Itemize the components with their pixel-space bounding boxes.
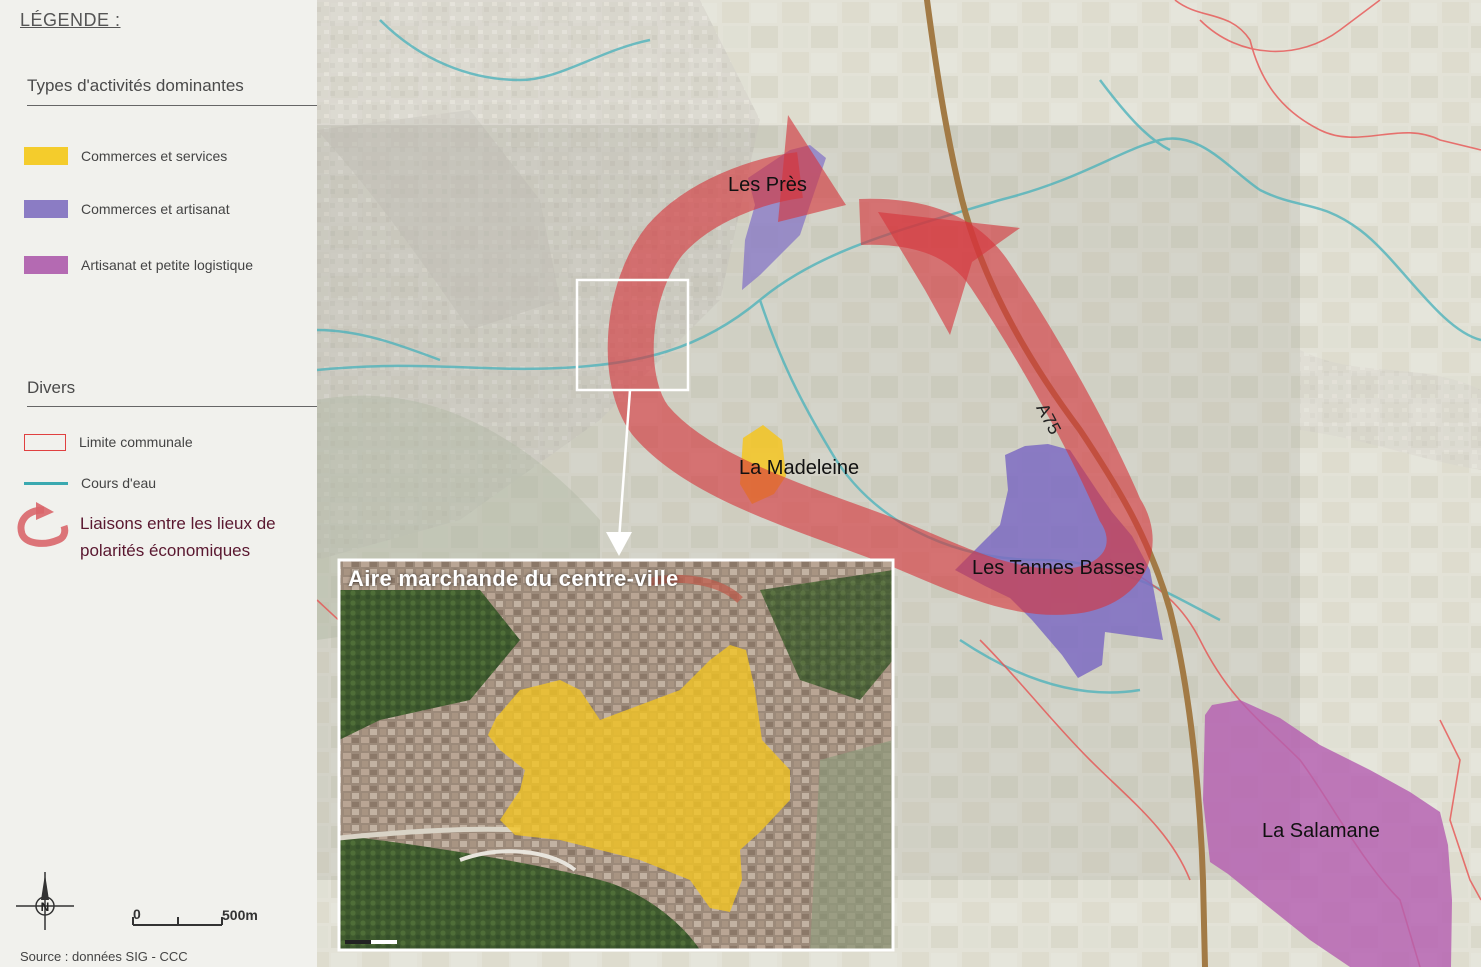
legend-item-commerces-artisanat: Commerces et artisanat <box>24 198 230 220</box>
legend-swatch-magenta <box>24 256 68 274</box>
label-les-tannes-basses: Les Tannes Basses <box>972 557 1146 579</box>
legend-item-cours-eau: Cours d'eau <box>24 472 156 494</box>
zone-les-tannes-basses <box>955 444 1163 678</box>
legend-item-artisanat-logistique: Artisanat et petite logistique <box>24 254 253 276</box>
label-les-pres: Les Près <box>728 174 807 196</box>
legend-item-commerces-services: Commerces et services <box>24 145 227 167</box>
legend-link-arrow-icon <box>17 502 69 547</box>
legend-swatch-yellow <box>24 147 68 165</box>
label-la-madeleine: La Madeleine <box>739 457 860 479</box>
legend-divider <box>27 105 317 106</box>
link-arrow-body <box>607 152 1153 615</box>
legend-swatch-red-outline <box>24 433 66 451</box>
inset-map <box>339 560 893 950</box>
scale-zero: 0 <box>133 906 141 922</box>
zone-centre-ville <box>488 645 790 912</box>
link-arrowhead-north <box>778 115 846 222</box>
connector-arrowhead <box>606 532 632 556</box>
legend-item-limite-communale: Limite communale <box>24 431 193 453</box>
locator-box <box>575 278 690 392</box>
legend-panel: LÉGENDE : Types d'activités dominantes C… <box>0 0 317 967</box>
north-arrow-icon: N <box>16 872 74 930</box>
source-note: Source : données SIG - CCC <box>20 949 188 964</box>
legend-divider <box>27 406 317 407</box>
legend-swatch-blue-purple <box>24 200 68 218</box>
legend-title: LÉGENDE : <box>20 10 121 30</box>
north-letter: N <box>41 900 50 914</box>
legend-label: Artisanat et petite logistique <box>81 257 253 273</box>
scale-bar <box>132 917 223 926</box>
inset-title: Aire marchande du centre-ville <box>348 566 679 591</box>
link-arrowhead-east <box>878 212 1020 335</box>
label-la-salamane: La Salamane <box>1262 820 1380 842</box>
legend-label: Commerces et services <box>81 148 228 164</box>
legend-section-misc: Divers <box>27 378 76 397</box>
legend-label: Commerces et artisanat <box>81 201 230 217</box>
inset-frame <box>337 558 895 952</box>
legend-section-activities: Types d'activités dominantes <box>27 76 244 95</box>
zone-la-salamane <box>1203 700 1452 967</box>
legend-label-liaisons: Liaisons entre les lieux de polarités éc… <box>80 514 276 560</box>
scale-distance: 500m <box>222 907 258 923</box>
legend-label: Cours d'eau <box>81 475 157 491</box>
legend-label: Limite communale <box>79 434 193 450</box>
legend-swatch-water-line <box>24 481 68 485</box>
